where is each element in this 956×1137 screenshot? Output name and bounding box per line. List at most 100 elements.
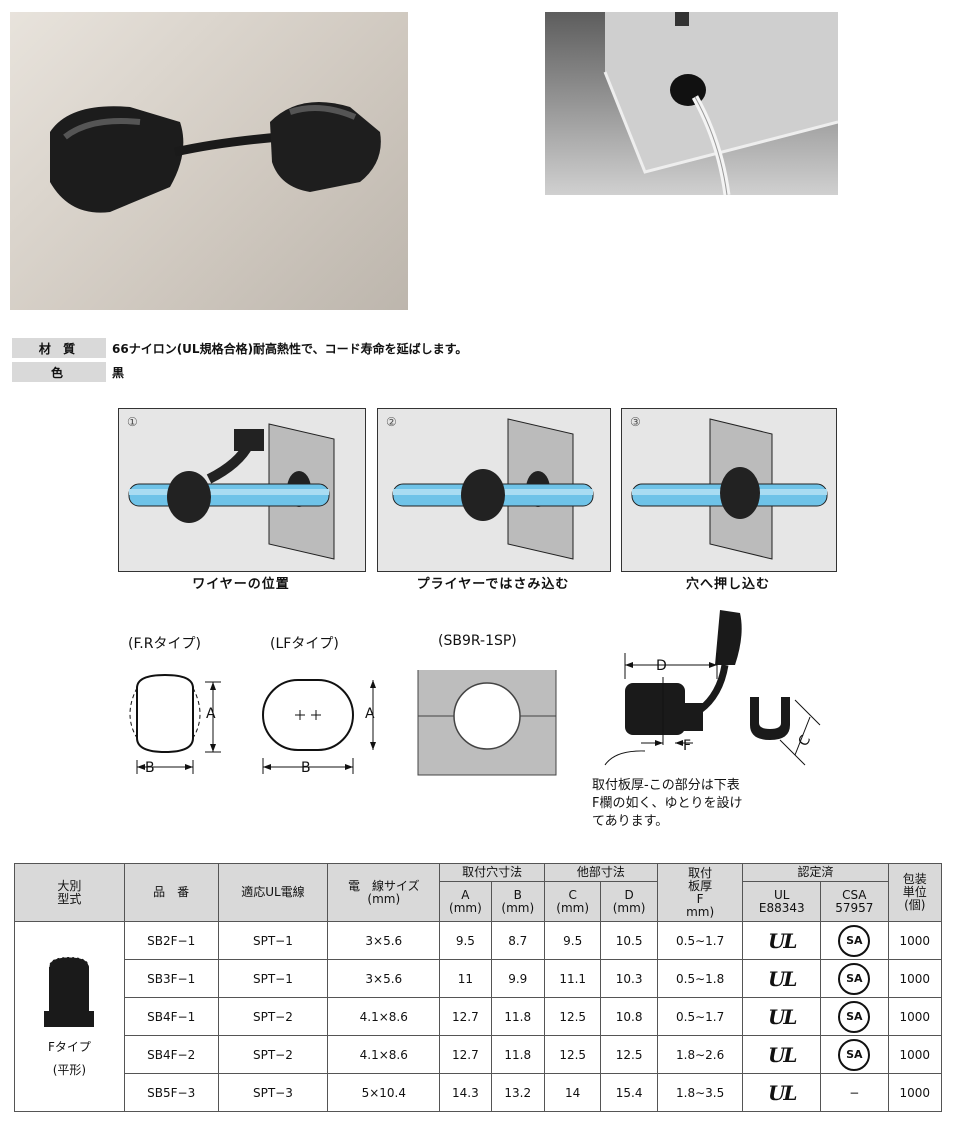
plate-thickness: 0.5∼1.7 — [656, 921, 744, 960]
dim-b: 11.8 — [490, 997, 545, 1036]
application-photo — [545, 12, 838, 195]
header-d: D (mm) — [600, 881, 658, 922]
table-row: SB5F−3 SPT−3 5×10.4 14.3 13.2 14 15.4 1.… — [15, 1073, 943, 1112]
dim-c: 12.5 — [543, 1035, 602, 1074]
dim-d-label: D — [656, 658, 667, 674]
step-1-illustration — [128, 423, 335, 560]
spec-value: 66ナイロン(UL規格合格)耐高熱性で、コード寿命を延ばします。 — [112, 341, 468, 356]
part-number: SB3F−1 — [123, 959, 219, 998]
header-other-group: 他部寸法 — [543, 863, 658, 882]
ul-wire: SPT−3 — [217, 1073, 329, 1112]
dim-c: 14 — [543, 1073, 602, 1112]
wire-size: 4.1×8.6 — [327, 997, 441, 1036]
ul-mark-icon: UL — [742, 1073, 822, 1112]
dim-b: 13.2 — [490, 1073, 545, 1112]
ul-wire: SPT−2 — [217, 1035, 329, 1074]
step-number: ③ — [630, 415, 641, 429]
dim-c: 11.1 — [543, 959, 602, 998]
header-a: A (mm) — [439, 881, 492, 922]
dim-d: 10.5 — [600, 921, 658, 960]
ul-mark-text: UL — [767, 1004, 797, 1029]
pack-qty: 1000 — [887, 959, 943, 998]
pack-qty: 1000 — [887, 1073, 943, 1112]
ul-mark-text: UL — [767, 966, 797, 991]
sb9r-title: (SB9R-1SP) — [438, 633, 517, 649]
product-photo — [10, 12, 408, 310]
dim-a-label: A — [206, 706, 216, 722]
ul-mark-icon: UL — [742, 959, 822, 998]
part-number: SB4F−2 — [123, 1035, 219, 1074]
dim-d: 12.5 — [600, 1035, 658, 1074]
csa-mark-text: SA — [838, 924, 871, 957]
header-ul-wire: 適応UL電線 — [217, 863, 329, 922]
note-line: 取付板厚-この部分は下表 — [592, 778, 740, 793]
dim-a: 9.5 — [439, 921, 492, 960]
ul-mark-icon: UL — [742, 997, 822, 1036]
header-type: 大別 型式 — [14, 863, 125, 922]
step-2-illustration — [392, 418, 594, 560]
header-csa: CSA 57957 — [820, 881, 889, 922]
csa-mark-icon: SA — [820, 921, 889, 960]
dim-a: 14.3 — [439, 1073, 492, 1112]
dim-a: 11 — [439, 959, 492, 998]
wire-size: 3×5.6 — [327, 959, 441, 998]
dim-f-label: F — [683, 738, 692, 754]
side-view-diagram — [604, 610, 821, 766]
table-row: SB4F−1 SPT−2 4.1×8.6 12.7 11.8 12.5 10.8… — [15, 997, 943, 1036]
step-3-illustration — [631, 418, 828, 560]
step-caption: 穴へ押し込む — [685, 577, 770, 592]
step-caption: プライヤーではさみ込む — [416, 577, 570, 592]
wire-size: 4.1×8.6 — [327, 1035, 441, 1074]
csa-mark-text: SA — [838, 962, 871, 995]
ul-mark-icon: UL — [742, 921, 822, 960]
step-panel-3: ③ — [621, 408, 837, 572]
wire-size: 3×5.6 — [327, 921, 441, 960]
plate-thickness: 0.5∼1.7 — [656, 997, 744, 1036]
header-c: C (mm) — [543, 881, 602, 922]
header-ul: UL E88343 — [742, 881, 822, 922]
dim-d: 10.3 — [600, 959, 658, 998]
spec-value: 黒 — [112, 365, 125, 380]
header-b: B (mm) — [490, 881, 545, 922]
lf-type-title: (LFタイプ) — [270, 636, 339, 652]
dim-b-label: B — [301, 760, 311, 776]
dimension-diagrams — [129, 670, 557, 776]
dim-b: 8.7 — [490, 921, 545, 960]
dim-a: 12.7 — [439, 1035, 492, 1074]
step-number: ② — [386, 415, 397, 429]
plate-thickness: 1.8∼3.5 — [656, 1073, 744, 1112]
table-row: Fタイプ (平形) SB2F−1 SPT−1 3×5.6 9.5 8.7 9.5… — [14, 921, 943, 1112]
csa-none: − — [820, 1073, 889, 1112]
step-panel-1: ① — [118, 408, 366, 572]
header-part: 品 番 — [123, 863, 219, 922]
dim-a-label: A — [365, 706, 375, 722]
ul-wire: SPT−1 — [217, 959, 329, 998]
note-line: てあります。 — [592, 814, 669, 829]
csa-mark-text: SA — [838, 1000, 871, 1033]
step-number: ① — [127, 415, 138, 429]
header-wire-size: 電 線サイズ (mm) — [327, 863, 441, 922]
pack-qty: 1000 — [887, 1035, 943, 1074]
dim-a: 12.7 — [439, 997, 492, 1036]
plate-thickness-note: 取付板厚-この部分は下表 F欄の如く、ゆとりを設け てあります。 — [592, 777, 742, 831]
plate-thickness: 1.8∼2.6 — [656, 1035, 744, 1074]
table-row: SB3F−1 SPT−1 3×5.6 11 9.9 11.1 10.3 0.5∼… — [15, 959, 943, 998]
f-type-icon — [44, 956, 95, 1027]
header-hole-group: 取付穴寸法 — [439, 863, 545, 882]
wire-size: 5×10.4 — [327, 1073, 441, 1112]
pack-qty: 1000 — [887, 997, 943, 1036]
ul-mark-text: UL — [767, 1042, 797, 1067]
note-line: F欄の如く、ゆとりを設け — [592, 796, 743, 811]
dim-b-label: B — [145, 760, 155, 776]
csa-mark-icon: SA — [820, 959, 889, 998]
step-caption: ワイヤーの位置 — [192, 577, 290, 592]
csa-mark-icon: SA — [820, 997, 889, 1036]
step-panel-2: ② — [377, 408, 611, 572]
ul-wire: SPT−2 — [217, 997, 329, 1036]
spec-label: 色 — [12, 362, 106, 382]
header-pack: 包装 単位 (個) — [887, 863, 943, 922]
plate-thickness: 0.5∼1.8 — [656, 959, 744, 998]
pack-qty: 1000 — [887, 921, 943, 960]
dim-c: 12.5 — [543, 997, 602, 1036]
dim-c: 9.5 — [543, 921, 602, 960]
